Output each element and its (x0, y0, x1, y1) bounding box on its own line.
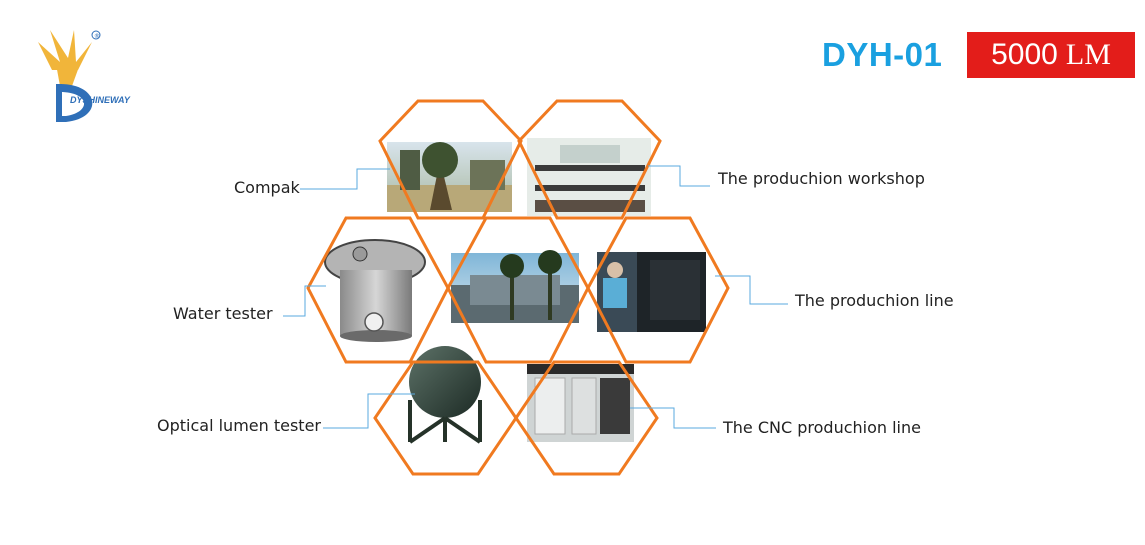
campus-photo (451, 250, 579, 323)
lumen-value: 5000 (991, 38, 1058, 71)
model-title: DYH-01 (822, 36, 943, 73)
hex-production-line (586, 216, 730, 364)
compak-photo (387, 142, 512, 212)
lumen-unit: LM (1065, 38, 1111, 71)
hex-cnc (514, 360, 659, 476)
label-optical-tester: Optical lumen tester (157, 416, 321, 435)
lumen-badge: 5000 LM (967, 32, 1135, 78)
cnc-line-photo (527, 364, 634, 442)
optical-tester-photo (408, 346, 482, 444)
label-cnc-line: The CNC produchion line (723, 418, 921, 437)
logo-text: DYSHINEWAY (70, 95, 131, 105)
workshop-photo (527, 138, 651, 216)
registered-mark: ® (94, 33, 100, 40)
water-tester-photo (324, 239, 426, 342)
production-line-photo (597, 252, 706, 332)
brand-logo: ® DYSHINEWAY (38, 30, 131, 122)
hex-grid (306, 99, 730, 476)
label-workshop: The produchion workshop (718, 169, 925, 188)
hex-workshop (517, 99, 662, 220)
connector-lines (283, 165, 788, 429)
label-compak: Compak (234, 178, 300, 197)
label-production-line: The produchion line (795, 291, 954, 310)
label-water-tester: Water tester (173, 304, 273, 323)
